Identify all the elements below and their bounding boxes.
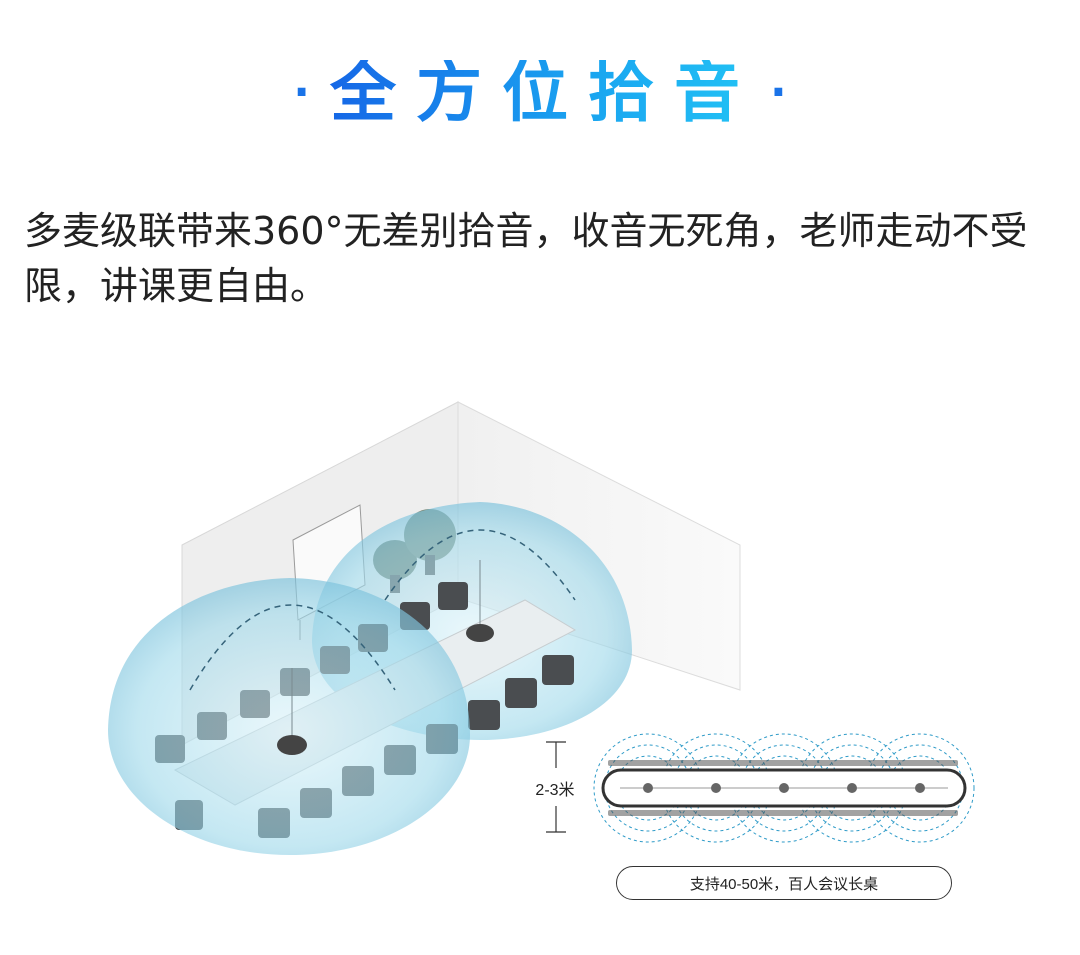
conference-room-illustration [108,401,975,855]
distance-indicator [546,741,566,833]
caption-pill: 支持40-50米，百人会议长桌 [616,866,952,900]
microphone-back [466,560,494,642]
title-dot-left: · [293,67,310,118]
page-title: · 全方位拾音 · [0,48,1080,138]
coverage-dome-front [108,578,470,855]
long-table-topview [593,733,975,843]
microphone-front [277,668,307,755]
distance-label: 2-3米 [535,782,575,799]
feature-description: 多麦级联带来360°无差别拾音，收音无死角，老师走动不受限，讲课更自由。 [24,209,1028,308]
title-dot-right: · [770,67,787,118]
title-text: 全方位拾音 [320,60,760,126]
